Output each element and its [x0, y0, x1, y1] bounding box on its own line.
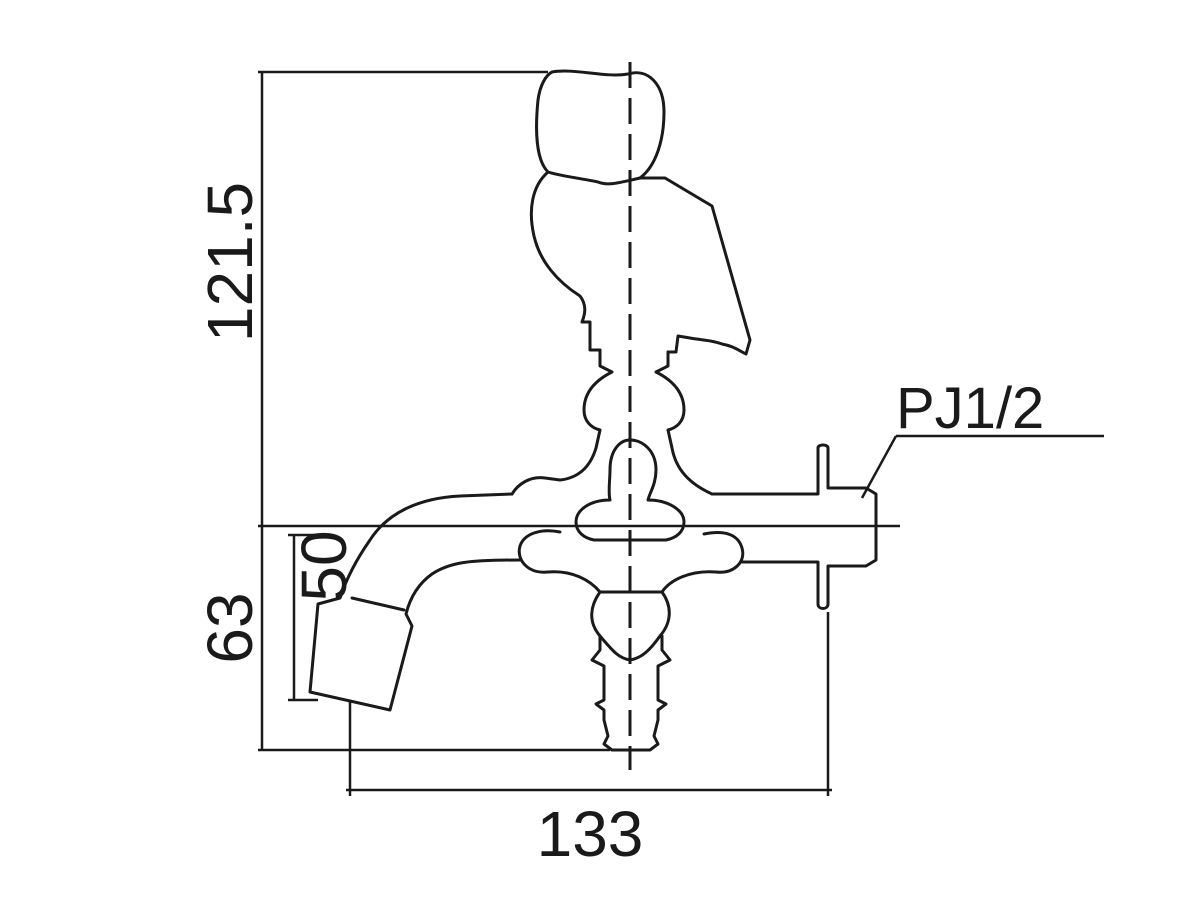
thread-label: PJ1/2 [896, 376, 1044, 441]
handle-knob [535, 69, 666, 186]
spout [308, 492, 522, 712]
overall-height-label: 121.5 [194, 182, 266, 342]
dimension-spout-drop [288, 533, 330, 702]
spout-drop-label: 50 [288, 530, 360, 601]
spout-reach-label: 133 [537, 798, 644, 870]
valve-stem [510, 348, 714, 496]
dimension-lower-height [258, 524, 900, 752]
thread-leader [860, 434, 1104, 499]
dimension-overall-height [258, 70, 548, 526]
side-outlet [710, 443, 878, 610]
lower-height-label: 63 [194, 592, 266, 663]
owl-body [529, 170, 752, 356]
valve-body [517, 438, 745, 662]
hose-fitting [590, 634, 672, 752]
dimension-spout-reach [346, 612, 832, 796]
